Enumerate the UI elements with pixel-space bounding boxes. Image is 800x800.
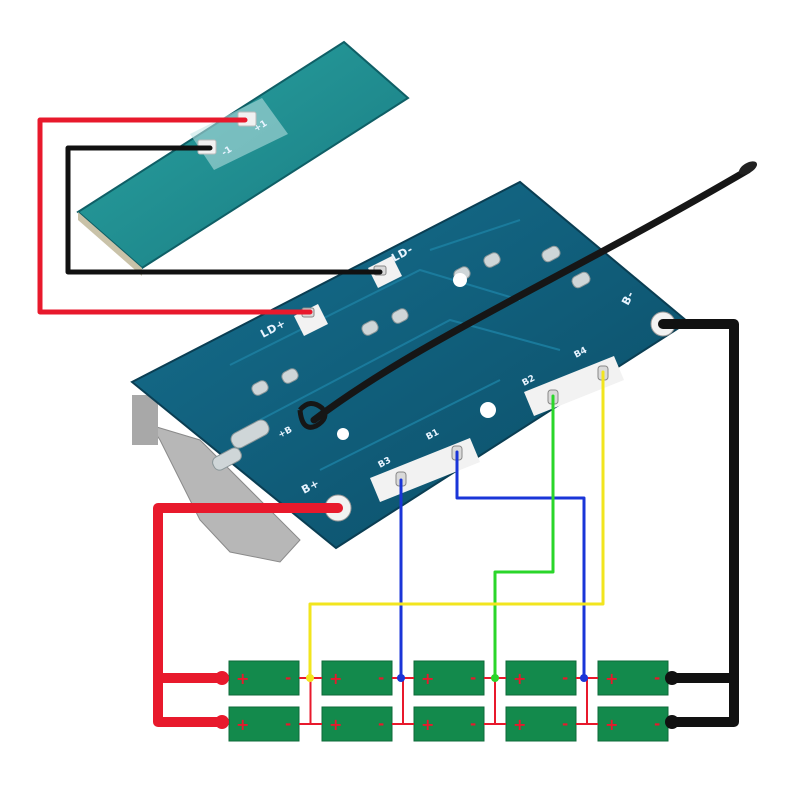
- wire-b-plus-red: [153, 503, 343, 727]
- cell-negative-symbol: -: [378, 669, 384, 687]
- battery-cell: +-: [228, 706, 300, 742]
- mounting-hole: [453, 273, 467, 287]
- cell-positive-symbol: +: [421, 669, 434, 688]
- cell-positive-symbol: +: [513, 715, 526, 734]
- cell-body: [228, 660, 300, 696]
- cell-body: [413, 706, 485, 742]
- cell-negative-symbol: -: [470, 715, 476, 733]
- small-board-edge: [78, 212, 142, 276]
- wire-ld-minus-black: [65, 145, 383, 275]
- battery-cell: +-: [597, 660, 669, 696]
- wire-ld-plus-red: [37, 117, 313, 315]
- cell-negative-symbol: -: [285, 669, 291, 687]
- cell-positive-symbol: +: [236, 715, 249, 734]
- board-components: [212, 245, 591, 471]
- wire-b-minus-black: [658, 319, 739, 727]
- balance-junction-dot: [397, 674, 405, 682]
- thermistor-wire: [310, 166, 752, 424]
- battery-cell: +-: [321, 660, 393, 696]
- thermistor-coil: [297, 401, 328, 430]
- cell-positive-symbol: +: [329, 669, 342, 688]
- balance-junction-dot: [491, 674, 499, 682]
- balance-junction-dot: [306, 674, 314, 682]
- battery-cell: +-: [413, 660, 485, 696]
- cell-negative-symbol: -: [562, 715, 568, 733]
- battery-cell: +-: [413, 706, 485, 742]
- cell-negative-symbol: -: [654, 669, 660, 687]
- cell-positive-symbol: +: [421, 715, 434, 734]
- battery-cell: +-: [228, 660, 300, 696]
- cell-body: [505, 660, 577, 696]
- cell-body: [505, 706, 577, 742]
- metal-tab: [132, 395, 158, 445]
- wire-b1-blue: [455, 450, 586, 680]
- pack-terminal-dot: [215, 671, 229, 685]
- mounting-hole: [480, 402, 496, 418]
- small-board-minus-label: -1: [220, 145, 234, 159]
- thermistor-head: [738, 161, 758, 175]
- cell-negative-symbol: -: [470, 669, 476, 687]
- wire-b4-yellow: [308, 370, 605, 680]
- small-led-board: +1 -1: [76, 40, 410, 276]
- cell-body: [228, 706, 300, 742]
- main-bms-board: LD- LD+ B- B+ B3 B1 B2 B4 +B: [130, 161, 758, 563]
- cell-body: [321, 706, 393, 742]
- label-b-minus: B-: [619, 289, 637, 307]
- cell-positive-symbol: +: [513, 669, 526, 688]
- cell-positive-symbol: +: [236, 669, 249, 688]
- battery-cell: +-: [597, 706, 669, 742]
- pack-terminal-dot: [665, 671, 679, 685]
- battery-cell: +-: [505, 706, 577, 742]
- cell-positive-symbol: +: [329, 715, 342, 734]
- cell-positive-symbol: +: [605, 669, 618, 688]
- mounting-hole: [337, 428, 349, 440]
- battery-cell: +-: [321, 706, 393, 742]
- cell-body: [413, 660, 485, 696]
- pack-terminal-dot: [215, 715, 229, 729]
- cell-positive-symbol: +: [605, 715, 618, 734]
- board-traces: [229, 219, 561, 471]
- pack-terminal-dot: [665, 715, 679, 729]
- cell-negative-symbol: -: [654, 715, 660, 733]
- battery-cell: +-: [505, 660, 577, 696]
- balance-junction-dot: [580, 674, 588, 682]
- wires: [37, 117, 739, 727]
- battery-cells: +-+-+-+-+-+-+-+-+-+-: [215, 660, 679, 742]
- cell-negative-symbol: -: [562, 669, 568, 687]
- wire-b2-green: [493, 394, 555, 680]
- cell-negative-symbol: -: [285, 715, 291, 733]
- cell-negative-symbol: -: [378, 715, 384, 733]
